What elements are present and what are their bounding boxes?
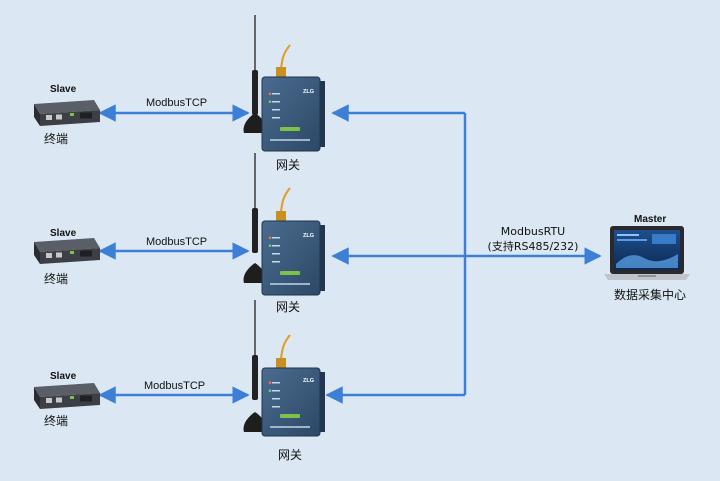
antenna-icon — [243, 300, 267, 432]
gateway-1-caption: 网关 — [276, 158, 301, 172]
slave-1-link-label: ModbusTCP — [146, 97, 208, 109]
slave-2-link-label: ModbusTCP — [146, 236, 208, 248]
master-title: Master — [634, 214, 667, 225]
slave-2-title: Slave — [50, 228, 77, 239]
gateway-brand-label: ZLG — [303, 233, 314, 239]
gateway-device-3: ZLG — [243, 300, 325, 437]
slave-links — [98, 104, 250, 404]
slave-3-title: Slave — [50, 371, 77, 382]
laptop-icon — [604, 226, 690, 280]
gateway-brand-label: ZLG — [303, 89, 314, 95]
bus-lines — [325, 104, 602, 404]
slave-3-link-label: ModbusTCP — [144, 380, 206, 392]
bus-protocol-line1: ModbusRTU — [500, 225, 566, 238]
gateway-brand-label: ZLG — [303, 378, 314, 384]
gateway-3-caption: 网关 — [278, 448, 303, 462]
gateway-2-caption: 网关 — [276, 300, 301, 314]
gateway-device-1: ZLG — [243, 15, 325, 152]
master-caption: 数据采集中心 — [614, 288, 687, 302]
slave-device-1 — [34, 100, 100, 126]
slave-device-2 — [34, 238, 100, 264]
slave-2-caption: 终端 — [44, 272, 69, 286]
slave-1-title: Slave — [50, 84, 77, 95]
antenna-icon — [243, 153, 267, 283]
bus-protocol-line2: (支持RS485/232) — [487, 240, 579, 253]
slave-device-3 — [34, 383, 100, 409]
gateway-device-2: ZLG — [243, 153, 325, 296]
slave-3-caption: 终端 — [44, 414, 69, 428]
antenna-icon — [243, 15, 267, 133]
slave-1-caption: 终端 — [44, 132, 69, 146]
bus-protocol-label: ModbusRTU (支持RS485/232) — [478, 224, 588, 254]
